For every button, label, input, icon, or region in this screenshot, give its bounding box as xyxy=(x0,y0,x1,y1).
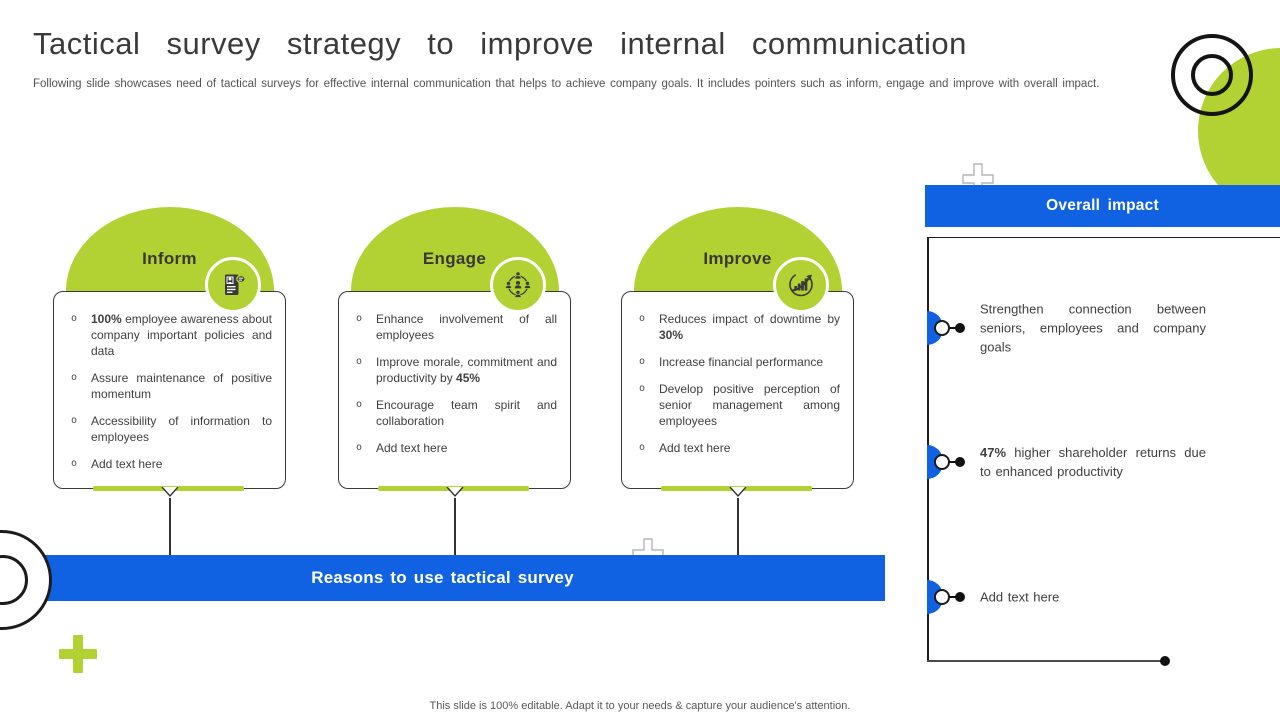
card-list: o Reduces impact of downtime by 30% o In… xyxy=(622,292,853,456)
bullet-marker: o xyxy=(71,372,78,383)
dot-marker xyxy=(1160,656,1170,666)
bullet-marker: o xyxy=(639,442,646,453)
impact-panel-header: Overall impact xyxy=(925,185,1280,227)
connector-line xyxy=(169,498,171,556)
list-item: o Reduces impact of downtime by 30% xyxy=(639,311,840,343)
growth-chart-icon xyxy=(773,257,829,313)
list-item: o Assure maintenance of positive momentu… xyxy=(71,370,272,402)
subtitle: Following slide showcases need of tactic… xyxy=(33,78,1100,90)
footer-note: This slide is 100% editable. Adapt it to… xyxy=(429,700,851,712)
list-item-text: Reduces impact of downtime by 30% xyxy=(659,312,840,342)
list-item: o Increase financial performance xyxy=(639,354,840,370)
list-item: o Encourage team spirit and collaboratio… xyxy=(356,397,557,429)
impact-panel-box xyxy=(927,237,1280,661)
bullet-marker: o xyxy=(639,356,646,367)
card-inform: Inform o 100% employee awareness about c… xyxy=(53,207,286,498)
card-list: o 100% employee awareness about company … xyxy=(54,292,285,472)
card-engage: Engage o Enhance involvement of all empl… xyxy=(338,207,571,498)
plus-icon xyxy=(59,635,97,673)
list-item-text: Improve morale, commitment and productiv… xyxy=(376,355,557,385)
bullet-marker: o xyxy=(71,313,78,324)
team-network-icon xyxy=(490,257,546,313)
bullet-marker: o xyxy=(356,442,363,453)
card-title: Improve xyxy=(703,249,772,268)
bullet-marker: o xyxy=(639,383,646,394)
list-item: o Add text here xyxy=(71,456,272,472)
list-item-text: Develop positive perception of senior ma… xyxy=(659,382,840,428)
list-item: o 100% employee awareness about company … xyxy=(71,311,272,359)
list-item-text: Accessibility of information to employee… xyxy=(91,414,272,444)
list-item-text: Add text here xyxy=(91,457,163,471)
bullet-marker: o xyxy=(356,356,363,367)
impact-panel-title: Overall impact xyxy=(1046,197,1159,214)
list-item-text: Add text here xyxy=(376,441,448,455)
bullet-marker: o xyxy=(356,313,363,324)
banner-label: Reasons to use tactical survey xyxy=(311,568,574,587)
reasons-banner: Reasons to use tactical survey xyxy=(0,555,885,601)
list-item: o Accessibility of information to employ… xyxy=(71,413,272,445)
chevron-down-icon xyxy=(445,487,464,498)
list-item-text: Enhance involvement of all employees xyxy=(376,312,557,342)
connector-line xyxy=(454,498,456,556)
list-item: o Improve morale, commitment and product… xyxy=(356,354,557,386)
impact-bottom-line xyxy=(927,660,1167,662)
document-search-icon xyxy=(205,257,261,313)
page-title: Tactical survey strategy to improve inte… xyxy=(33,26,967,61)
connector-line xyxy=(737,498,739,556)
list-item: o Enhance involvement of all employees xyxy=(356,311,557,343)
card-title: Engage xyxy=(422,249,487,268)
bullet-marker: o xyxy=(71,415,78,426)
concentric-rings-icon xyxy=(1191,54,1233,96)
list-item-text: 100% employee awareness about company im… xyxy=(91,312,272,358)
card-list: o Enhance involvement of all employees o… xyxy=(339,292,570,456)
list-item: o Add text here xyxy=(356,440,557,456)
card-improve: Improve o Reduces impact of downtime by … xyxy=(621,207,854,498)
list-item-text: Add text here xyxy=(659,441,731,455)
card-title: Inform xyxy=(142,249,197,268)
bullet-marker: o xyxy=(71,458,78,469)
bullet-marker: o xyxy=(639,313,646,324)
list-item-text: Assure maintenance of positive momentum xyxy=(91,371,272,401)
chevron-down-icon xyxy=(160,487,179,498)
list-item-text: Encourage team spirit and collaboration xyxy=(376,398,557,428)
chevron-down-icon xyxy=(728,487,747,498)
list-item: o Add text here xyxy=(639,440,840,456)
list-item: o Develop positive perception of senior … xyxy=(639,381,840,429)
concentric-rings-icon xyxy=(1171,34,1253,116)
bullet-marker: o xyxy=(356,399,363,410)
list-item-text: Increase financial performance xyxy=(659,355,824,369)
